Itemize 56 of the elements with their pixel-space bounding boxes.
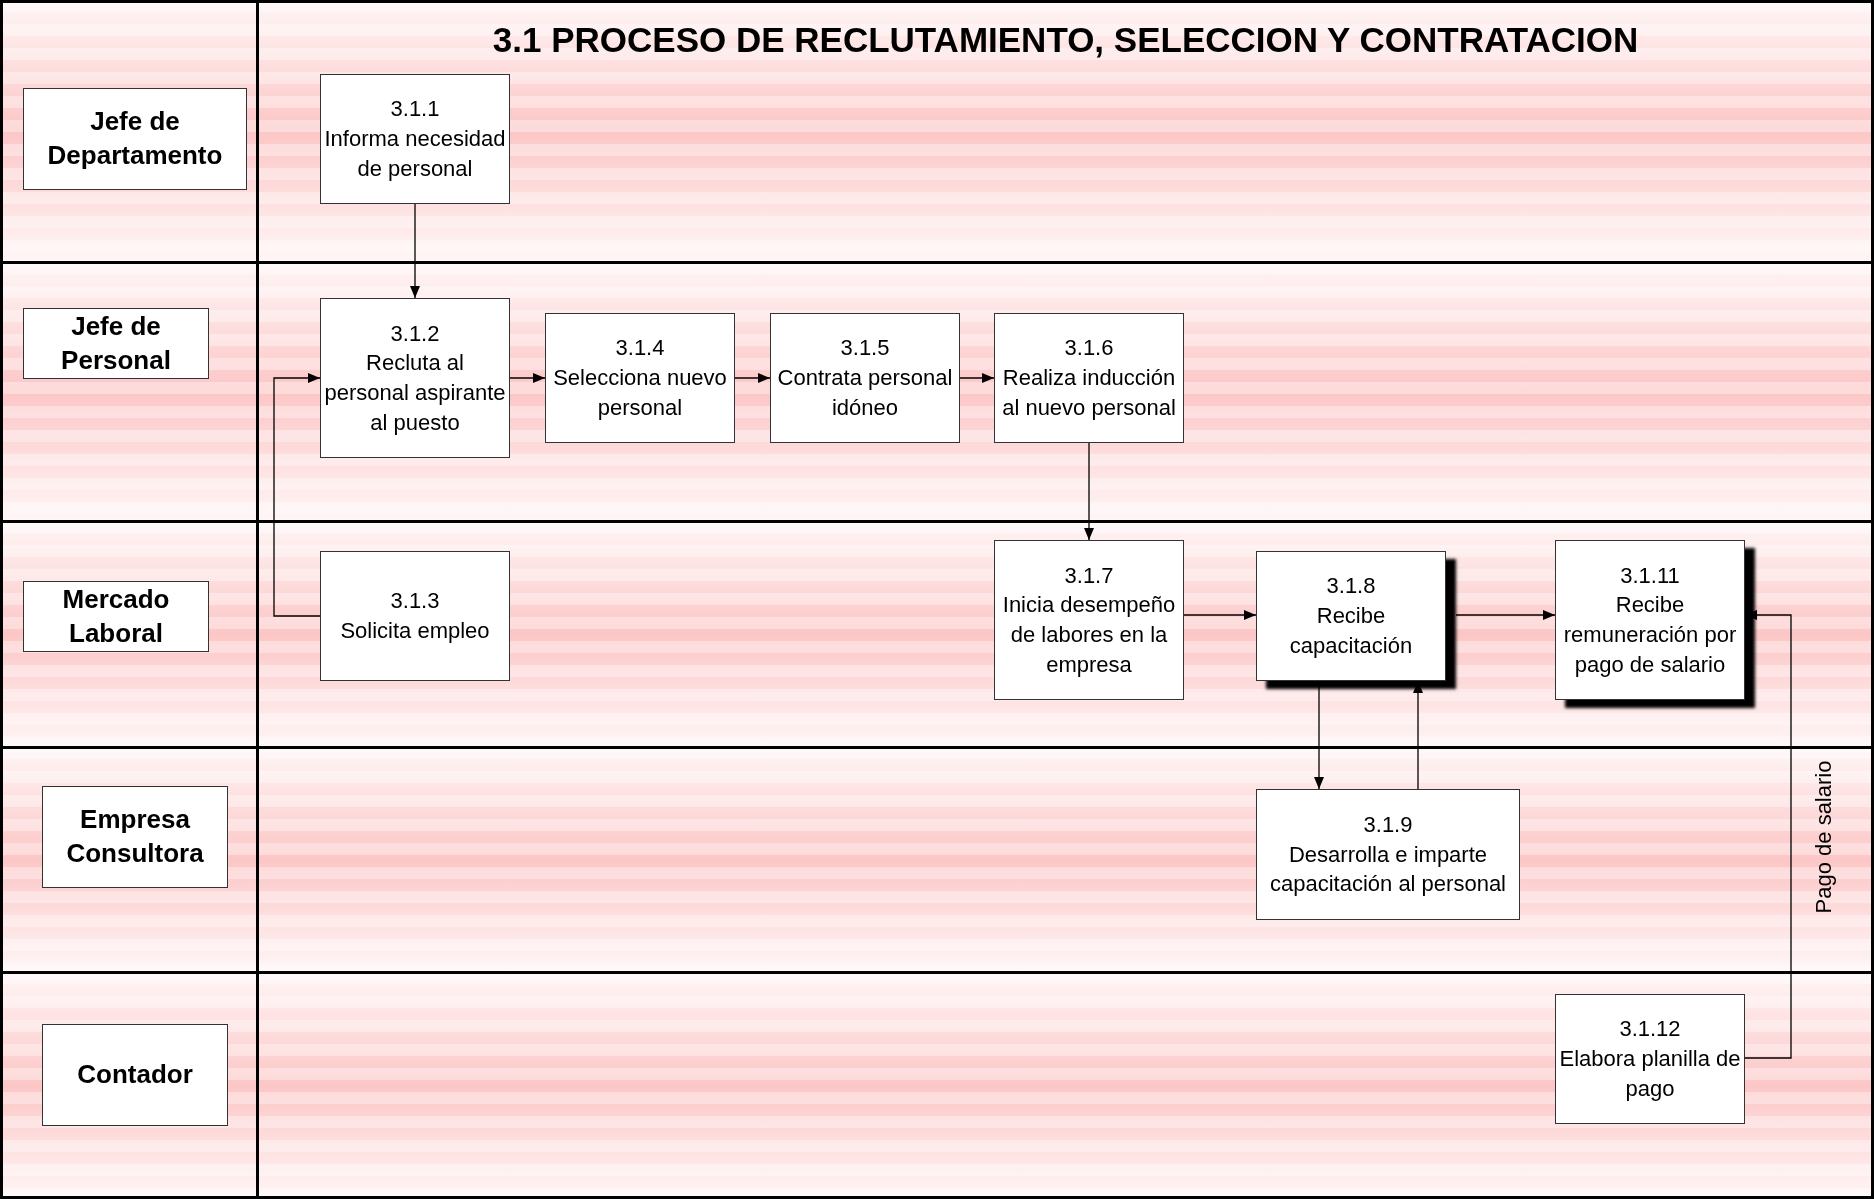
process-box xyxy=(770,313,960,443)
lane-label-box xyxy=(23,88,247,190)
lane-label-box xyxy=(42,786,228,888)
connector-arrow xyxy=(959,373,995,383)
diagram-title: 3.1 PROCESO DE RECLUTAMIENTO, SELECCION Y CONTRATACION xyxy=(491,20,1640,60)
step-number: 3.1.7 xyxy=(1063,561,1115,590)
process-box xyxy=(1555,540,1745,700)
step-number: 3.1.9 xyxy=(1362,810,1414,839)
process-box xyxy=(545,313,735,443)
lane-label-box xyxy=(23,308,209,379)
process-box xyxy=(320,551,510,681)
step-description: Informa necesidad de personal xyxy=(323,125,507,183)
step-description: Inicia desempeño de labores en la empresa xyxy=(1001,591,1177,679)
lane-name: Jefe de Personal xyxy=(60,309,172,377)
step-description: Recluta al personal aspirante al puesto xyxy=(323,349,507,437)
step-description: Recibe remuneración por pago de salario xyxy=(1562,591,1738,679)
step-number: 3.1.1 xyxy=(389,95,441,124)
step-description: Recibe capacitación xyxy=(1288,602,1414,660)
connector-arrow xyxy=(509,373,546,383)
connector-arrow xyxy=(734,373,771,383)
connector-arrow xyxy=(410,203,420,299)
connector-arrow xyxy=(1413,680,1423,790)
step-number: 3.1.3 xyxy=(389,587,441,616)
lane-label-box xyxy=(23,581,209,652)
step-number: 3.1.2 xyxy=(389,319,441,348)
lane-name: Mercado Laboral xyxy=(61,582,171,650)
process-box xyxy=(320,298,510,458)
process-box xyxy=(320,74,510,204)
process-box xyxy=(1555,994,1745,1124)
step-description: Desarrolla e imparte capacitación al personal xyxy=(1268,840,1507,899)
lane-name: Contador xyxy=(76,1058,194,1092)
step-number: 3.1.8 xyxy=(1325,572,1377,601)
connector-arrow xyxy=(1314,680,1324,790)
connector-arrow xyxy=(1455,610,1556,620)
step-number: 3.1.12 xyxy=(1618,1015,1682,1044)
step-description: Selecciona nuevo personal xyxy=(552,364,728,422)
step-description: Elabora planilla de pago xyxy=(1558,1045,1742,1103)
step-description: Realiza inducción al nuevo personal xyxy=(1001,364,1177,422)
process-box xyxy=(994,540,1184,700)
process-box xyxy=(1256,789,1520,920)
step-description: Contrata personal idóneo xyxy=(776,364,954,422)
step-description: Solicita empleo xyxy=(339,617,491,645)
edge-label: Pago de salario xyxy=(1810,760,1837,913)
connector-arrow xyxy=(1084,442,1094,541)
lane-name: Jefe de Departamento xyxy=(46,105,224,172)
lane-name: Empresa Consultora xyxy=(65,803,205,870)
connector-arrow xyxy=(1183,610,1257,620)
step-number: 3.1.11 xyxy=(1619,561,1681,590)
connector-arrow xyxy=(273,373,321,617)
lane-label-box xyxy=(42,1024,228,1126)
step-number: 3.1.4 xyxy=(614,334,666,363)
process-box xyxy=(1256,551,1446,681)
connector-arrow xyxy=(1744,610,1792,1059)
process-box xyxy=(994,313,1184,443)
step-number: 3.1.5 xyxy=(839,334,891,363)
step-number: 3.1.6 xyxy=(1063,334,1115,363)
